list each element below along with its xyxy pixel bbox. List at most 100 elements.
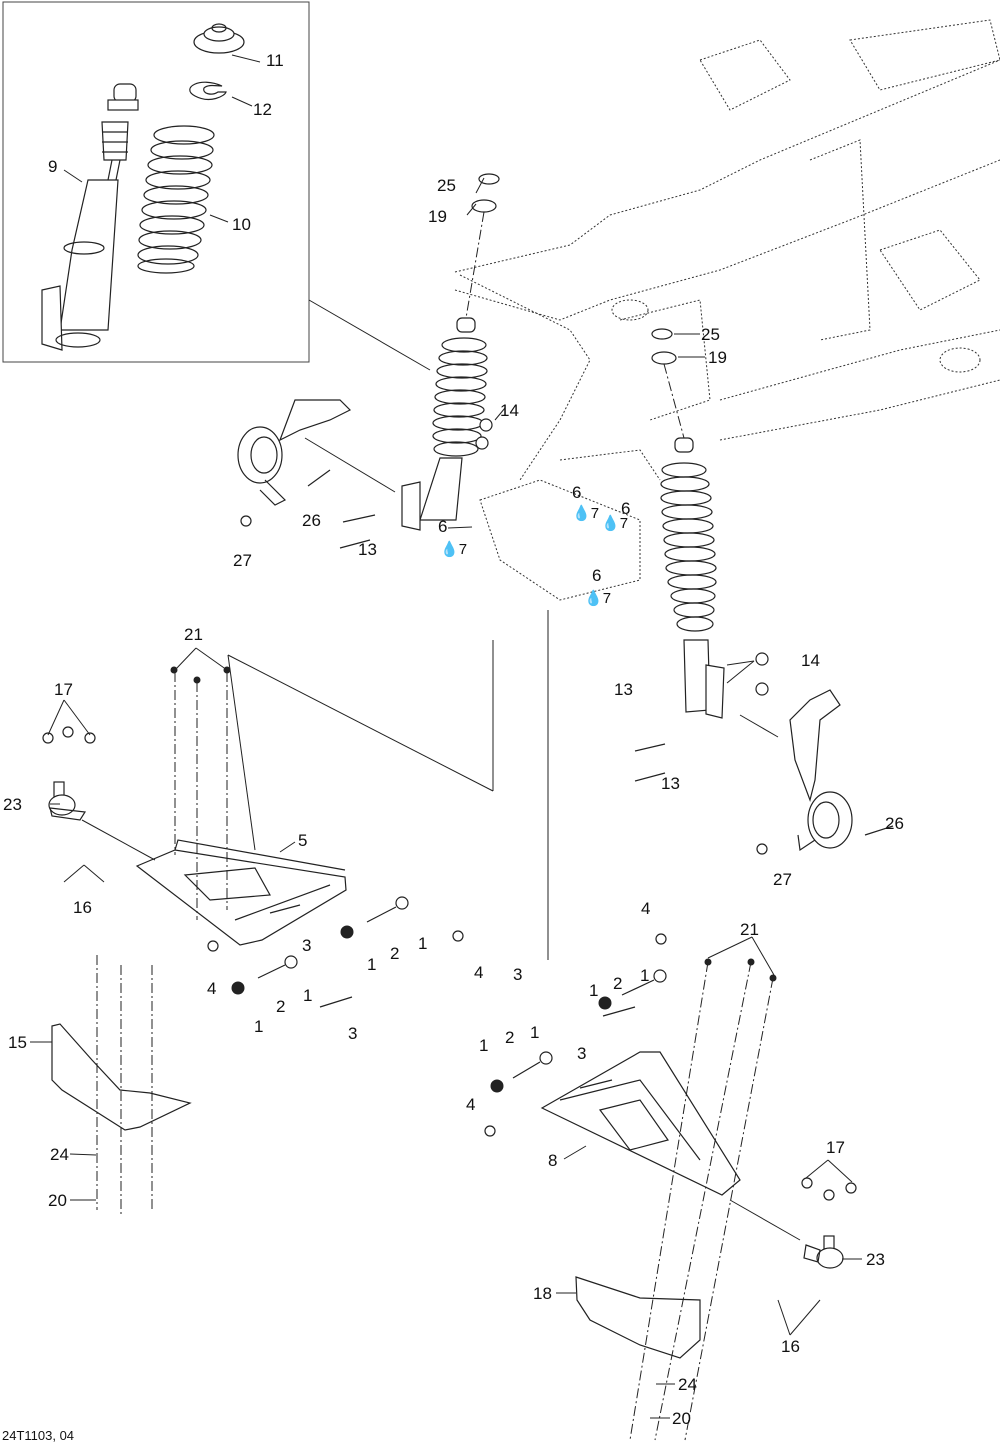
right-a-arm (540, 1051, 741, 1196)
axis-lines (96, 672, 774, 1441)
left-skid-plate (51, 1023, 192, 1131)
leader-lines (30, 54, 862, 1419)
oil-drop-icon: 💧 (440, 541, 459, 558)
vehicle-frame (454, 19, 1000, 601)
inset-leader (308, 299, 431, 371)
assembly-arrow (304, 437, 396, 493)
callout-27: 27 (773, 870, 792, 889)
callout-8: 8 (548, 1151, 558, 1170)
callout-23: 23 (3, 795, 22, 814)
callout-2: 2 (613, 974, 623, 993)
callout-13: 13 (614, 680, 633, 699)
callout-25: 25 (701, 325, 720, 344)
callout-14: 14 (801, 651, 820, 670)
callout-7-lubricant: 💧7 (572, 505, 600, 522)
callout-13: 13 (661, 774, 680, 793)
callout-19: 19 (428, 207, 447, 226)
callout-17: 17 (826, 1138, 845, 1157)
callout-1: 1 (418, 934, 428, 953)
callout-1: 1 (254, 1017, 264, 1036)
circlip-part (478, 173, 500, 185)
callout-11: 11 (266, 51, 284, 70)
callout-5: 5 (298, 831, 308, 850)
callout-6: 6 (592, 566, 602, 585)
callout-7-lubricant: 💧7 (601, 515, 629, 532)
callout-20: 20 (672, 1409, 691, 1428)
callout-4: 4 (466, 1095, 476, 1114)
nut-part (651, 351, 677, 365)
right-shock-assembly (660, 437, 725, 719)
callout-26: 26 (302, 511, 321, 530)
callout-3: 3 (302, 936, 312, 955)
left-steering-knuckle (237, 399, 352, 506)
callout-1: 1 (589, 981, 599, 1000)
circlip-part (651, 328, 673, 340)
callout-13: 13 (358, 540, 377, 559)
figure-reference-code: 24T1103, 04 (2, 1428, 75, 1443)
axis-line (465, 211, 485, 319)
callout-14: 14 (500, 401, 519, 420)
callout-23: 23 (866, 1250, 885, 1269)
callout-2: 2 (390, 944, 400, 963)
callout-6: 6 (621, 499, 631, 518)
callout-12: 12 (253, 100, 272, 119)
left-a-arm (135, 839, 347, 946)
callout-9: 9 (48, 157, 58, 176)
assembly-arrow (81, 819, 156, 861)
oil-drop-icon: 💧 (601, 515, 620, 532)
callout-6: 6 (572, 483, 582, 502)
callout-19: 19 (708, 348, 727, 367)
callout-1: 1 (640, 966, 650, 985)
retainer-clip-part (189, 81, 227, 100)
callout-7-lubricant: 💧7 (440, 541, 468, 558)
right-ball-joint (803, 1235, 844, 1269)
right-steering-knuckle (789, 689, 853, 852)
callout-2: 2 (505, 1028, 515, 1047)
hardware-bolts (269, 469, 894, 1089)
callout-25: 25 (437, 176, 456, 195)
axis-line (663, 363, 685, 439)
left-ball-joint (48, 781, 87, 821)
coil-spring-part (137, 125, 215, 274)
inset-connector (227, 654, 494, 792)
detail-inset-frame (2, 1, 310, 363)
callout-24: 24 (50, 1145, 69, 1164)
callout-16: 16 (73, 898, 92, 917)
callout-21: 21 (184, 625, 203, 644)
callout-4: 4 (207, 979, 217, 998)
assembly-arrow (739, 714, 779, 738)
callout-3: 3 (513, 965, 523, 984)
callout-16: 16 (781, 1337, 800, 1356)
left-shock-assembly (401, 317, 488, 531)
callout-4: 4 (474, 963, 484, 982)
callout-10: 10 (232, 215, 251, 234)
callout-3: 3 (348, 1024, 358, 1043)
callout-24: 24 (678, 1375, 697, 1394)
callout-7-lubricant: 💧7 (584, 590, 612, 607)
callout-18: 18 (533, 1284, 552, 1303)
callout-21: 21 (740, 920, 759, 939)
callout-1: 1 (367, 955, 377, 974)
hardware-bushings (231, 896, 667, 1093)
oil-drop-icon: 💧 (584, 590, 603, 607)
callout-15: 15 (8, 1033, 27, 1052)
callout-3: 3 (577, 1044, 587, 1063)
callout-6: 6 (438, 517, 448, 536)
callout-26: 26 (885, 814, 904, 833)
assembly-arrow (729, 1199, 801, 1241)
shock-absorber-part (41, 83, 139, 351)
nut-part (471, 199, 497, 213)
callout-1: 1 (530, 1023, 540, 1042)
callout-20: 20 (48, 1191, 67, 1210)
hardware-nuts (42, 418, 857, 1201)
callout-2: 2 (276, 997, 286, 1016)
callout-4: 4 (641, 899, 651, 918)
callout-17: 17 (54, 680, 73, 699)
callout-1: 1 (303, 986, 313, 1005)
callout-1: 1 (479, 1036, 489, 1055)
oil-drop-icon: 💧 (572, 505, 591, 522)
inset-connector (227, 654, 256, 851)
right-skid-plate (575, 1276, 701, 1359)
callout-27: 27 (233, 551, 252, 570)
